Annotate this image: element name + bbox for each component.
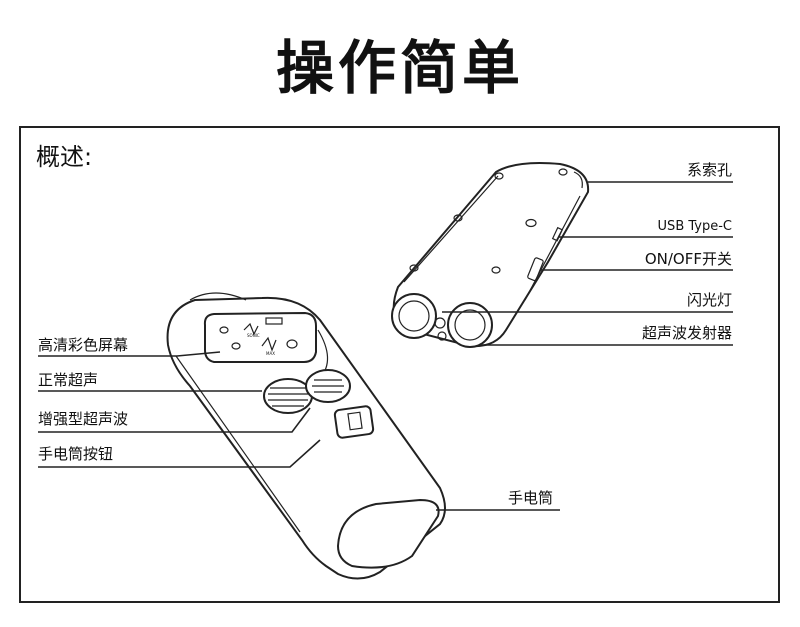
label-flash-light: 闪光灯 bbox=[686, 291, 732, 309]
label-power-switch: ON/OFF开关 bbox=[644, 250, 732, 268]
label-usb: USB Type-C bbox=[657, 219, 732, 234]
screen-text-sonic: SONIC bbox=[247, 333, 260, 338]
diagram-frame bbox=[19, 126, 780, 603]
label-screen: 高清彩色屏幕 bbox=[38, 336, 129, 354]
label-flashlight-button: 手电筒按钮 bbox=[38, 445, 114, 463]
page-title: 操作简单 bbox=[275, 34, 524, 102]
label-flashlight: 手电筒 bbox=[508, 489, 554, 507]
front-device bbox=[166, 292, 446, 580]
screen-text-max: MAX bbox=[266, 351, 275, 356]
label-enhanced-ultrasonic: 增强型超声波 bbox=[38, 410, 129, 428]
rear-device bbox=[391, 162, 590, 348]
overview-heading: 概述: bbox=[36, 143, 93, 171]
callout-lines bbox=[38, 181, 733, 511]
label-emitter: 超声波发射器 bbox=[641, 324, 732, 342]
label-normal-ultrasonic: 正常超声 bbox=[38, 371, 99, 389]
label-lanyard-hole: 系索孔 bbox=[686, 161, 732, 179]
